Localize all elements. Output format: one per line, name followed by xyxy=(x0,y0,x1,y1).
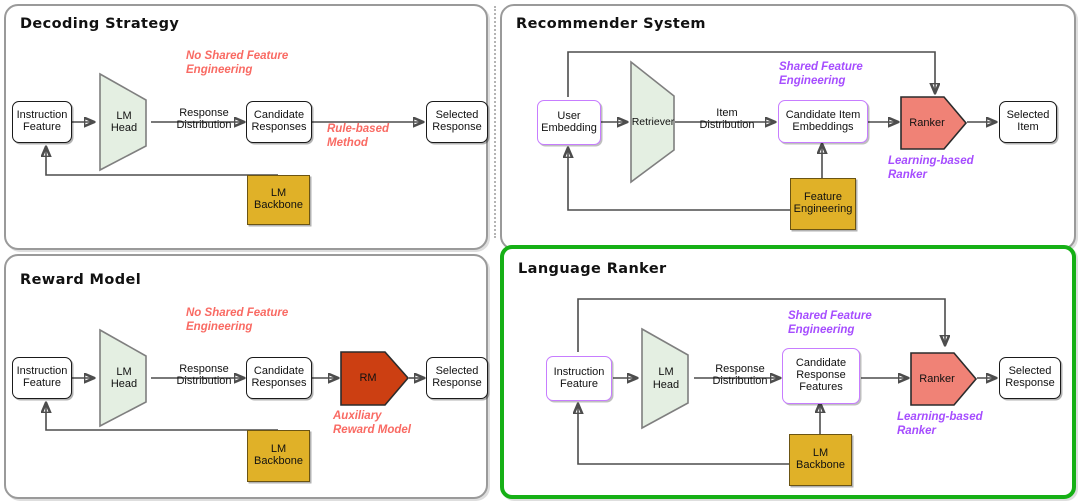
panel-title-language-ranker: Language Ranker xyxy=(518,261,667,277)
edge-user-loop-to-ranker xyxy=(567,51,935,97)
lm-head-label-lr: LM Head xyxy=(652,366,680,391)
annotation-auxiliary-reward-model: Auxiliary Reward Model xyxy=(333,410,411,436)
annotation-learning-based-ranker: Learning-based Ranker xyxy=(888,155,974,181)
edge-backbone-to-instr-rm xyxy=(46,403,278,431)
node-selected-response-rm[interactable]: Selected Response xyxy=(426,357,488,399)
node-selected-response-lr[interactable]: Selected Response xyxy=(999,357,1061,399)
node-candidate-item-embeddings[interactable]: Candidate Item Embeddings xyxy=(778,100,868,143)
annotation-shared-feature-engineering: Shared Feature Engineering xyxy=(779,61,863,87)
ranker-pentagon-icon xyxy=(900,96,968,150)
node-rm[interactable]: RM xyxy=(340,350,410,407)
node-lm-backbone[interactable]: LM Backbone xyxy=(247,175,310,225)
retriever-label: Retriever xyxy=(631,115,675,128)
edge-label-response-distribution-rm: Response Distribution xyxy=(176,363,232,388)
edge-backbone-to-instr-lr xyxy=(578,404,820,465)
ranker-label: Ranker xyxy=(909,116,945,129)
node-lm-backbone-rm[interactable]: LM Backbone xyxy=(247,430,310,482)
ranker-pentagon-icon xyxy=(910,352,978,406)
node-user-embedding[interactable]: User Embedding xyxy=(537,100,601,145)
annotation-shared-feature-engineering-lr: Shared Feature Engineering xyxy=(788,310,872,336)
node-instruction-feature[interactable]: Instruction Feature xyxy=(12,101,72,143)
edge-featureeng-to-user xyxy=(568,148,822,211)
retriever-trapezoid-icon xyxy=(630,60,675,184)
panel-title-recommender-system: Recommender System xyxy=(516,16,706,32)
edge-label-item-distribution: Item Distribution xyxy=(699,107,755,132)
node-lm-backbone-lr[interactable]: LM Backbone xyxy=(789,434,852,486)
vertical-dotted-divider xyxy=(494,6,496,238)
node-ranker[interactable]: Ranker xyxy=(900,95,968,151)
annotation-no-shared-feature-engineering-rm: No Shared Feature Engineering xyxy=(186,307,289,333)
node-feature-engineering[interactable]: Feature Engineering xyxy=(790,178,856,230)
edge-instr-loop-to-ranker-lr xyxy=(577,298,945,352)
lm-head-label: LM Head xyxy=(110,109,138,134)
lm-head-trapezoid-icon xyxy=(99,328,147,428)
node-candidate-response-features[interactable]: Candidate Response Features xyxy=(782,348,860,404)
lm-head-trapezoid-icon xyxy=(99,72,147,172)
node-lm-head-lr[interactable]: LM Head xyxy=(638,327,694,430)
panel-title-decoding-strategy: Decoding Strategy xyxy=(20,16,180,32)
rm-pentagon-icon xyxy=(340,351,410,406)
ranker-label-lr: Ranker xyxy=(919,372,955,385)
annotation-learning-based-ranker-lr: Learning-based Ranker xyxy=(897,411,983,437)
edge-label-response-distribution: Response Distribution xyxy=(176,107,232,132)
node-instruction-feature-lr[interactable]: Instruction Feature xyxy=(546,356,612,401)
node-instruction-feature-rm[interactable]: Instruction Feature xyxy=(12,357,72,399)
rm-label: RM xyxy=(359,372,377,385)
lm-head-label-rm: LM Head xyxy=(110,365,138,390)
panel-title-reward-model: Reward Model xyxy=(20,272,142,288)
node-retriever[interactable]: Retriever xyxy=(628,60,678,185)
annotation-rule-based-method: Rule-based Method xyxy=(327,123,389,149)
edge-label-response-distribution-lr: Response Distribution xyxy=(712,363,768,388)
annotation-no-shared-feature-engineering: No Shared Feature Engineering xyxy=(186,50,289,76)
node-lm-head[interactable]: LM Head xyxy=(96,72,152,172)
node-candidate-responses-rm[interactable]: Candidate Responses xyxy=(246,357,312,399)
node-selected-item[interactable]: Selected Item xyxy=(999,101,1057,143)
node-candidate-responses[interactable]: Candidate Responses xyxy=(246,101,312,143)
node-selected-response[interactable]: Selected Response xyxy=(426,101,488,143)
node-ranker-lr[interactable]: Ranker xyxy=(910,351,978,407)
lm-head-trapezoid-icon xyxy=(641,327,689,430)
node-lm-head-rm[interactable]: LM Head xyxy=(96,328,152,428)
edge-backbone-to-instr xyxy=(46,147,278,176)
